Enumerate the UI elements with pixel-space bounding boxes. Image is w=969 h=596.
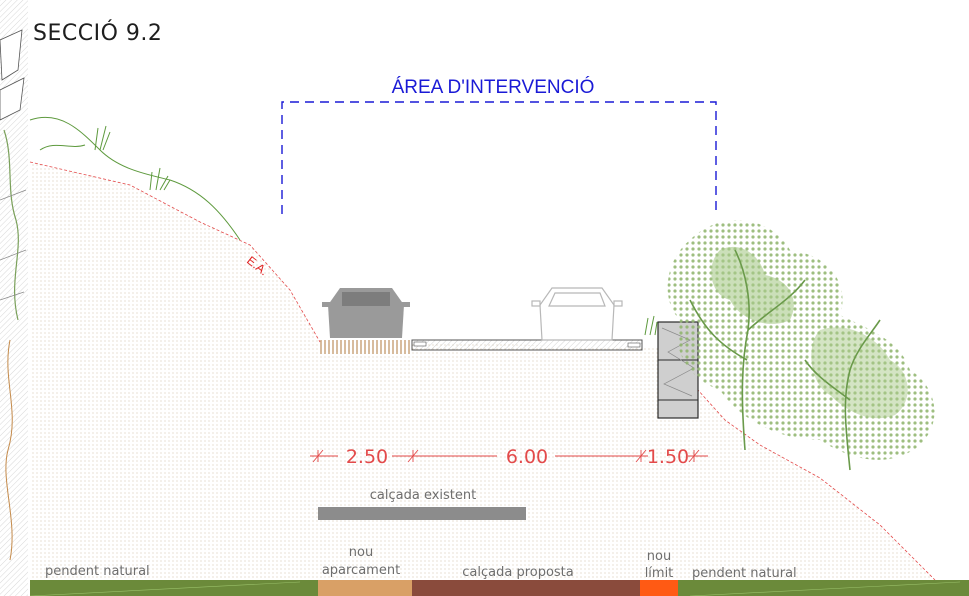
hillside-vegetation [29,116,241,241]
dimension-road: 6.00 [506,446,548,468]
legend-label-natural-left: pendent natural [45,564,150,579]
legend-label-road: calçada proposta [462,565,574,580]
intervention-area-boundary [281,101,717,214]
existing-road-label: calçada existent [370,488,476,503]
parked-car [322,288,410,338]
existing-ground-line [29,161,936,581]
existing-road-bar [318,507,526,520]
intervention-area-label: ÁREA D'INTERVENCIÓ [392,76,595,98]
road-slab [411,339,643,351]
legend-swatch-road [412,580,640,596]
legend-swatch-limit [640,580,678,596]
parking-surface [320,340,412,354]
legend-label-natural-right: pendent natural [692,566,797,581]
map-fragment [0,0,28,596]
road-car [531,287,623,341]
dimension-limit: 1.50 [647,446,689,468]
dimension-line [310,449,708,463]
section-title: SECCIÓ 9.2 [33,20,162,46]
terrain-profile [30,162,935,580]
tree-canopy [667,220,935,460]
legend-band [29,580,969,596]
tree-trunks [689,249,881,471]
legend-swatch-parking [318,580,412,596]
legend-swatch-natural-right [678,580,969,596]
dimension-parking: 2.50 [346,446,388,468]
